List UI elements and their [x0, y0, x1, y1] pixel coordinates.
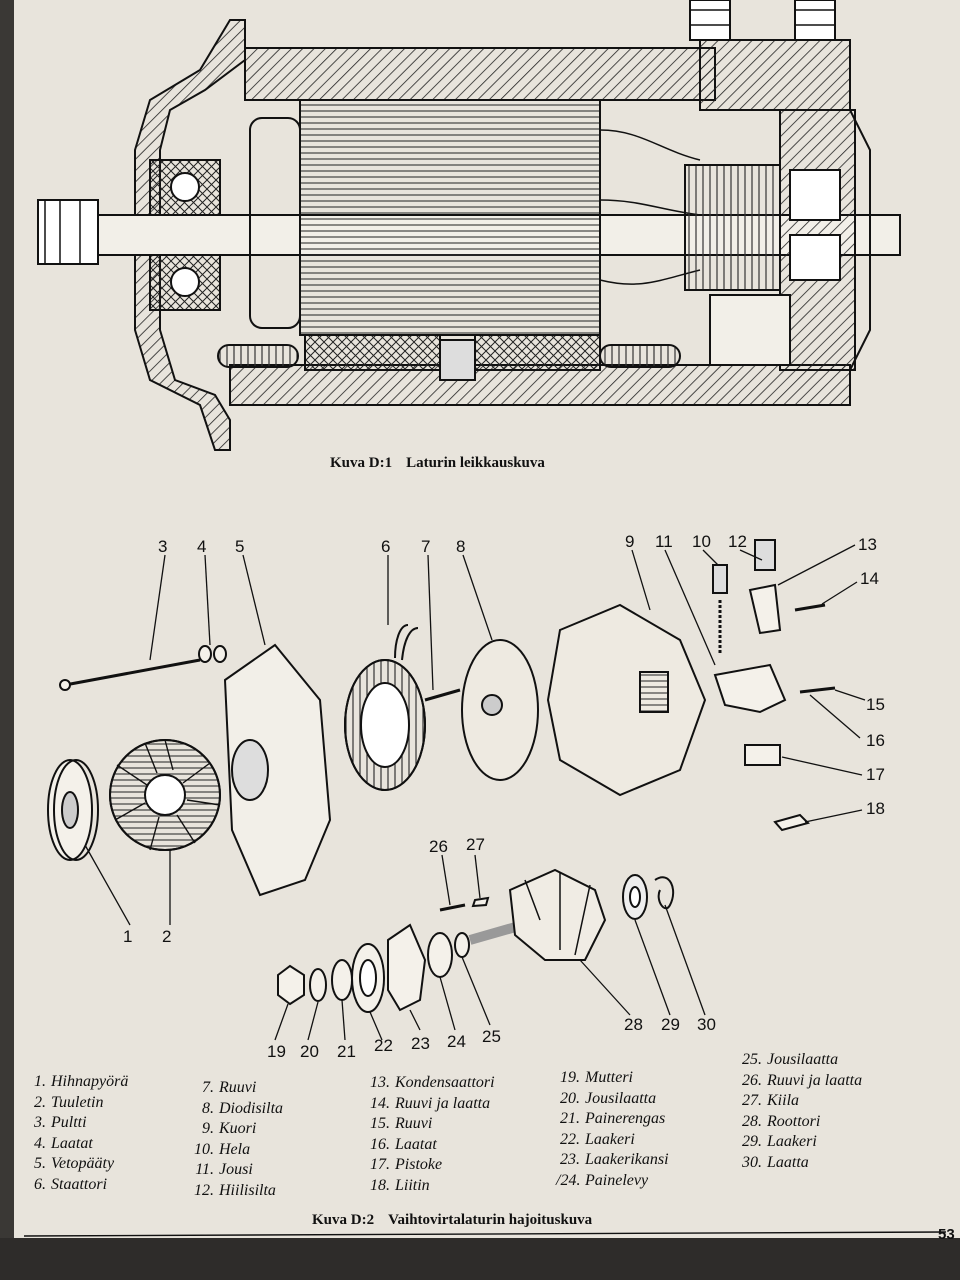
legend-item: 8.Diodisilta	[202, 1099, 284, 1117]
figure1-title: Laturin leikkauskuva	[406, 455, 545, 471]
legend-item: 9.Kuori	[202, 1120, 257, 1137]
legend-item: 25.Jousilaatta	[742, 1051, 839, 1068]
part-number-4: 4	[197, 537, 207, 556]
part-number-14: 14	[860, 569, 879, 588]
legend-item: 18.Liitin	[370, 1176, 430, 1194]
legend-item: 17.Pistoke	[370, 1156, 443, 1173]
legend-item: 12.Hiilisilta	[194, 1181, 276, 1199]
part-number-26: 26	[429, 837, 448, 856]
legend-item: 13.Kondensaattori	[370, 1074, 495, 1091]
legend-column-3: 13.Kondensaattori 14.Ruuvi ja laatta 15.…	[366, 1073, 495, 1196]
part-number-13: 13	[858, 535, 877, 554]
legend-item: 19.Mutteri	[560, 1069, 633, 1086]
figure1-label: Kuva D:1	[330, 455, 393, 471]
legend-item: 10.Hela	[194, 1140, 251, 1158]
part-number-21: 21	[337, 1042, 356, 1061]
legend-item: 5.Vetopääty	[34, 1155, 115, 1172]
part-number-6: 6	[381, 537, 391, 556]
part-number-29: 29	[661, 1015, 680, 1034]
legend-column-1: 1.Hihnapyörä 2.Tuuletin 3.Pultti 4.Laata…	[22, 1072, 128, 1195]
part-number-20: 20	[300, 1042, 319, 1061]
legend-item: 26.Ruuvi ja laatta	[742, 1071, 863, 1089]
legend-item: 20.Jousilaatta	[560, 1089, 657, 1107]
legend-item: 3.Pultti	[34, 1114, 87, 1131]
part-number-3: 3	[158, 537, 168, 556]
legend-item: /24.Painelevy	[556, 1171, 649, 1189]
part-number-2: 2	[162, 927, 172, 946]
figure2-caption: Kuva D:2 Vaihtovirtalaturin hajoituskuva	[312, 1212, 592, 1229]
part-number-24: 24	[447, 1032, 466, 1051]
part-number-11: 11	[655, 532, 673, 551]
part-number-15: 15	[866, 695, 885, 714]
legend-column-4: 19.Mutteri 20.Jousilaatta 21.Painerengas…	[556, 1068, 669, 1191]
legend-item: 16.Laatat	[370, 1135, 437, 1153]
figure1-caption: Kuva D:1 Laturin leikkauskuva	[330, 455, 545, 472]
legend-item: 27.Kiila	[742, 1092, 800, 1109]
part-number-30: 30	[697, 1015, 716, 1034]
part-number-19: 19	[267, 1042, 286, 1061]
part-number-9: 9	[625, 532, 635, 551]
figure2-label: Kuva D:2	[312, 1212, 375, 1228]
legend-item: 22.Laakeri	[560, 1130, 635, 1148]
part-number-18: 18	[866, 799, 885, 818]
legend-item: 11.Jousi	[195, 1161, 253, 1178]
part-number-7: 7	[421, 537, 431, 556]
part-number-10: 10	[692, 532, 711, 551]
part-number-8: 8	[456, 537, 466, 556]
part-number-5: 5	[235, 537, 245, 556]
part-number-23: 23	[411, 1034, 430, 1053]
exploded-view-drawing	[47, 539, 836, 1013]
legend-item: 15.Ruuvi	[370, 1115, 433, 1132]
cross-section-drawing	[37, 0, 901, 451]
part-number-12: 12	[728, 532, 747, 551]
legend-column-2: 7.Ruuvi 8.Diodisilta 9.Kuori 10.Hela 11.…	[190, 1078, 283, 1201]
page-number: 53	[938, 1226, 955, 1243]
part-number-28: 28	[624, 1015, 643, 1034]
legend-item: 1.Hihnapyörä	[34, 1073, 129, 1090]
legend-item: 4.Laatat	[34, 1134, 93, 1152]
part-number-22: 22	[374, 1036, 393, 1055]
legend-item: 23.Laakerikansi	[560, 1151, 669, 1168]
legend-item: 7.Ruuvi	[202, 1079, 257, 1096]
legend-item: 28.Roottori	[742, 1112, 821, 1130]
background-edge	[0, 1238, 960, 1280]
part-number-1: 1	[123, 927, 133, 946]
legend-item: 2.Tuuletin	[34, 1093, 104, 1111]
leader-lines	[84, 544, 866, 1041]
part-number-16: 16	[866, 731, 885, 750]
legend-item: 14.Ruuvi ja laatta	[370, 1094, 491, 1112]
legend-item: 6.Staattori	[34, 1175, 108, 1193]
figure2-title: Vaihtovirtalaturin hajoituskuva	[388, 1212, 593, 1228]
page-rule	[23, 1231, 947, 1237]
part-number-27: 27	[466, 835, 485, 854]
legend-column-5: 25.Jousilaatta 26.Ruuvi ja laatta 27.Kii…	[738, 1050, 862, 1173]
part-number-25: 25	[482, 1027, 501, 1046]
legend-item: 29.Laakeri	[742, 1133, 817, 1150]
legend-item: 21.Painerengas	[560, 1110, 666, 1127]
part-number-17: 17	[866, 765, 885, 784]
legend-item: 30.Laatta	[742, 1153, 809, 1171]
